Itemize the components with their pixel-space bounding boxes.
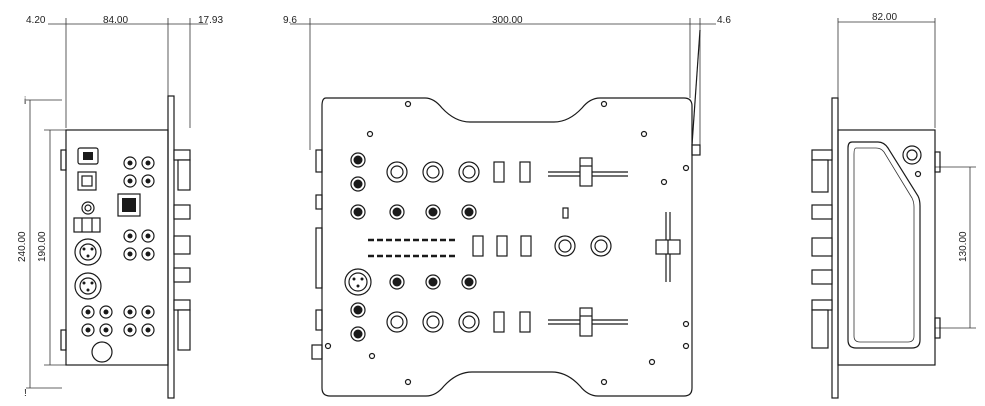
- rca-cluster-bottom: [81, 305, 155, 337]
- grommet: [91, 341, 113, 363]
- rca-cluster-top: [123, 156, 155, 188]
- dim-overall-height: 240.00: [17, 231, 28, 262]
- rca-cluster-mid: [123, 229, 155, 261]
- dim-width: 300.00: [492, 15, 523, 26]
- front-view: 9.6 300.00 4.6: [283, 15, 731, 397]
- cue-buttons: [350, 152, 366, 342]
- dim-right-offset: 4.6: [717, 15, 731, 26]
- top-knob-row: [386, 161, 480, 183]
- master-knobs: [554, 235, 612, 257]
- led-meters: [368, 238, 458, 258]
- right-chassis: [837, 129, 936, 366]
- crossfader: [655, 212, 681, 282]
- channel-fader-top: [548, 157, 628, 187]
- right-side-knobs: [811, 149, 833, 349]
- dim-window-height: 130.00: [958, 231, 969, 262]
- right-plate-edge: [831, 97, 839, 399]
- mark-bottom: !: [24, 388, 27, 399]
- dim-right-depth: 82.00: [872, 12, 897, 23]
- mic-xlr-input: [344, 268, 372, 296]
- vent-window: [847, 141, 921, 349]
- faceplate-outline: [321, 97, 693, 397]
- eq-knobs-lower: [389, 274, 477, 290]
- front-plate-edge: [167, 95, 175, 399]
- faceplate-screws: [324, 100, 690, 386]
- dim-panel-thickness: 17.93: [198, 15, 223, 26]
- dim-top-offset: 4.20: [26, 15, 46, 26]
- mark-top: i: [24, 96, 26, 107]
- bottom-knob-row: [386, 311, 480, 333]
- channel-fader-bottom: [548, 307, 628, 337]
- dim-depth: 84.00: [103, 15, 128, 26]
- left-side-view: 4.20 84.00 17.93 240.00 190.00 i !: [17, 15, 223, 399]
- side-knobs: [173, 149, 191, 351]
- right-side-view: 82.00 130.00: [811, 12, 976, 399]
- rect-buttons: [472, 161, 569, 333]
- dim-body-height: 190.00: [37, 231, 48, 262]
- dim-left-offset: 9.6: [283, 15, 297, 26]
- eq-knobs-upper: [389, 204, 477, 220]
